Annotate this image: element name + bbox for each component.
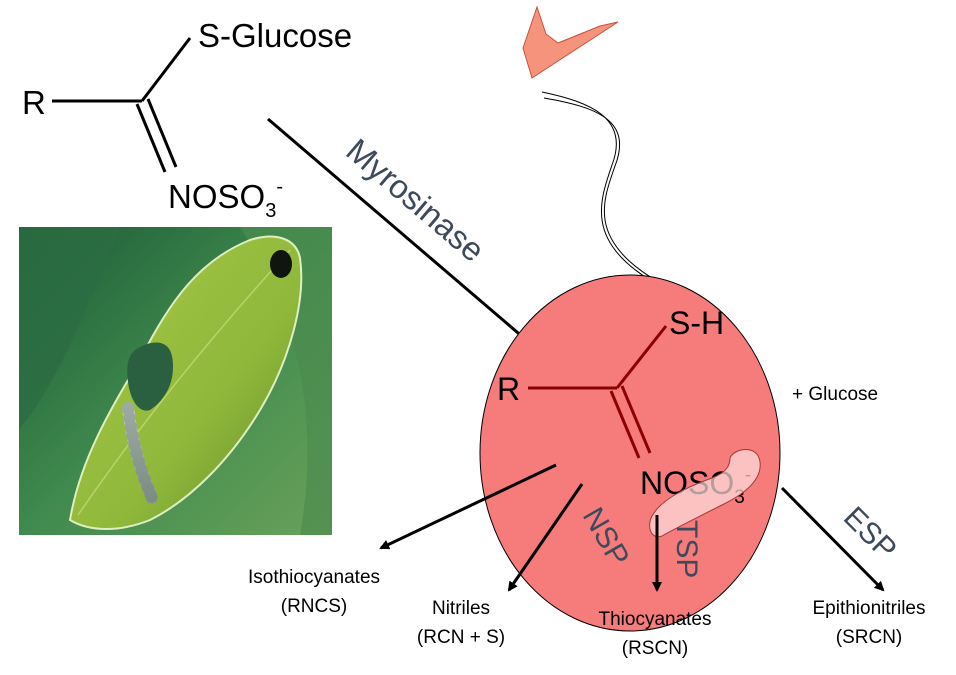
intermediate-ellipse [479,274,781,632]
product-name: Isothiocyanates [248,567,380,588]
intermediate-sh-bond [615,325,668,389]
esp-label: ESP [837,501,903,567]
product-formula: (RNCS) [281,596,348,617]
substrate-double-bond-a [135,103,167,173]
intermediate-structure: R S-H NOSO3- + Glucose [479,274,878,632]
substrate-double-bond-b [146,98,178,168]
intermediate-r-label: R [497,371,520,407]
myrosinase-arrow [267,117,554,364]
nitriles-arrow [507,483,584,592]
products: Isothiocyanates (RNCS) Nitriles (RCN + S… [248,567,926,659]
leaf-hole [127,342,174,411]
isothiocyanates-arrow [379,463,557,550]
intermediate-double-bond-a [609,390,641,459]
substrate-noso3-label: NOSO3- [168,176,283,222]
leaf-hole [270,250,292,278]
epithionitriles-arrow [780,486,885,592]
product-name: Epithionitriles [813,598,926,619]
leaf-midrib [77,249,291,516]
glucosinolate-structure: R S-Glucose NOSO3- [22,17,352,222]
tsp-label: TSP [670,520,703,578]
substrate-s-bond [140,37,192,102]
substrate-r-label: R [22,84,46,121]
plus-glucose-label: + Glucose [792,384,878,405]
substrate-s-glucose-label: S-Glucose [198,17,352,54]
squiggle-line [541,91,651,281]
caterpillar-leaf-photo [19,227,332,535]
arrowhead-shape [522,5,619,79]
product-arrows [379,463,885,592]
product-name: Nitriles [432,598,490,619]
product-name: Thiocyanates [598,609,711,630]
product-formula: (SRCN) [836,627,903,648]
squiggle-pointer [522,5,653,281]
product-formula: (RSCN) [622,638,689,659]
specifier-protein-shape [649,449,761,538]
intermediate-sh-label: S-H [669,305,724,341]
product-formula: (RCN + S) [417,627,505,648]
intermediate-double-bond-b [620,385,652,454]
